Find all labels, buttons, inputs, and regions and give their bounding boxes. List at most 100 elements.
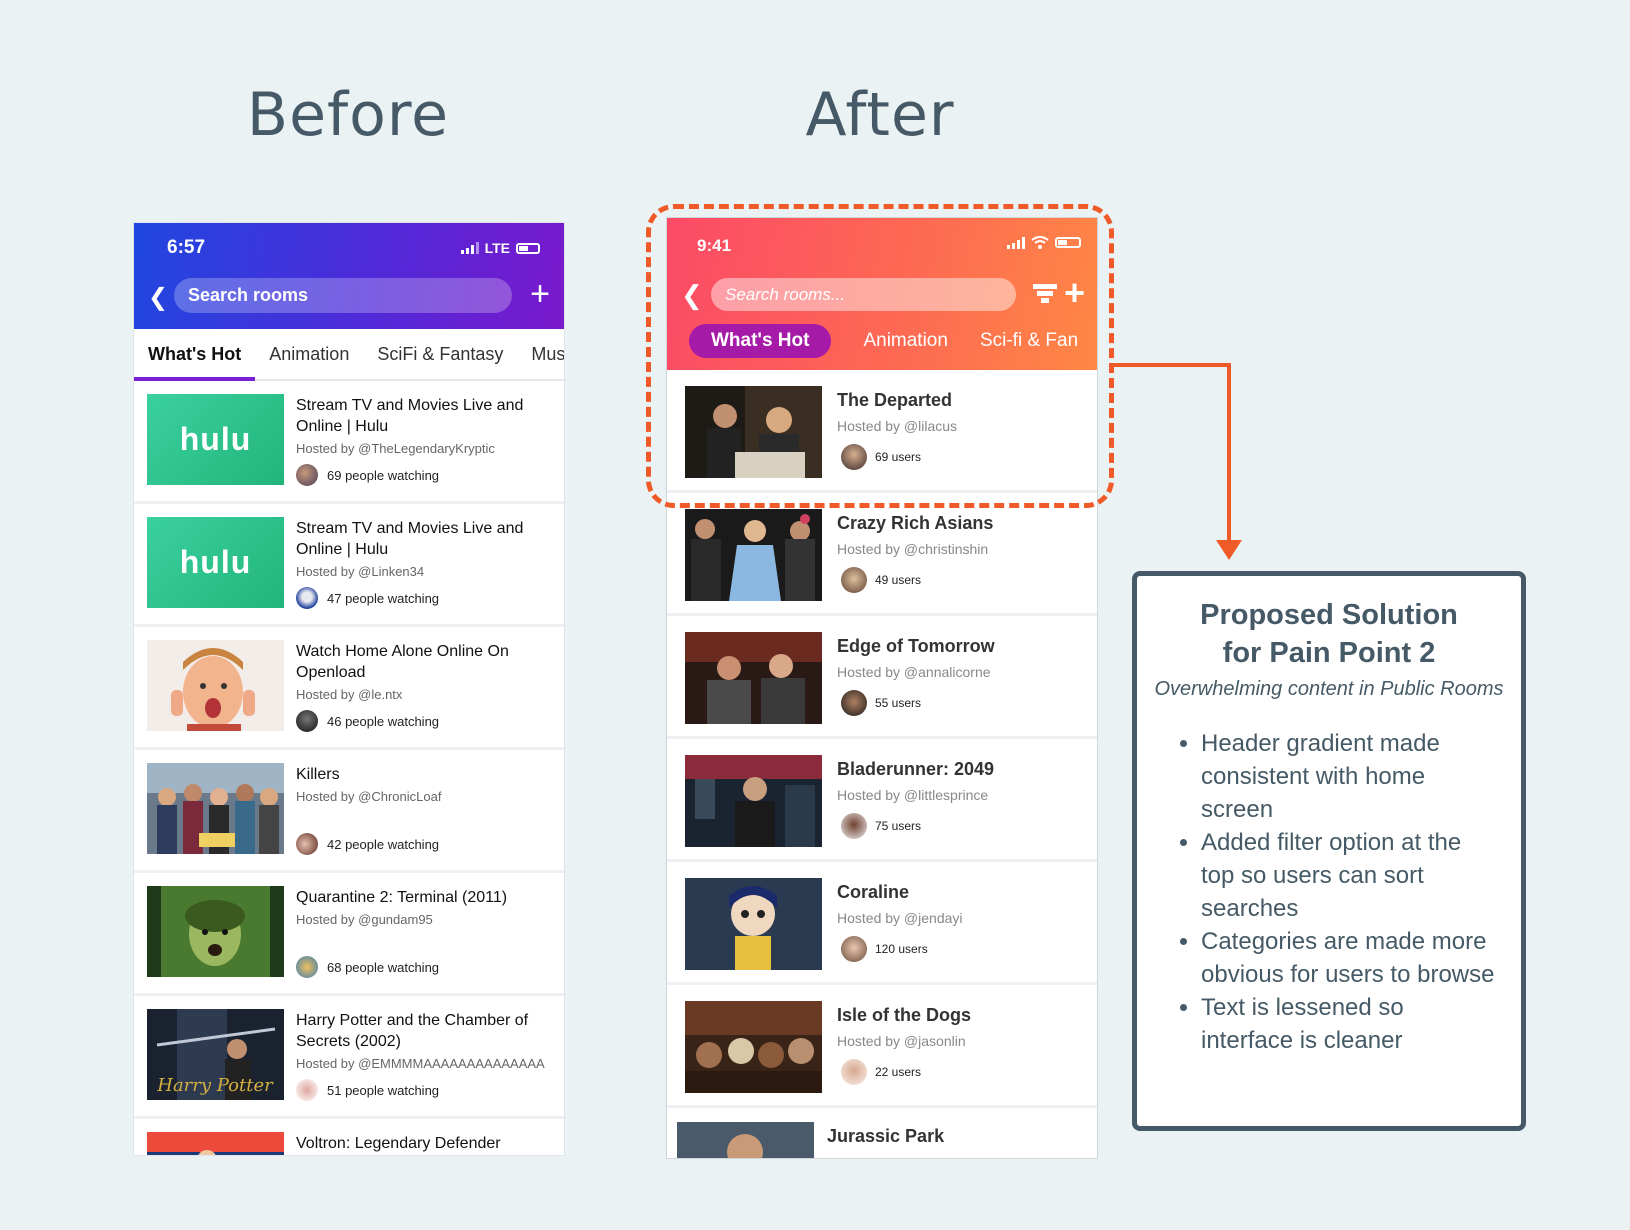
room-title: Killers (296, 766, 340, 783)
room-host: Hosted by @Linken34 (296, 564, 425, 579)
category-tabs: What's Hot Animation SciFi & Fantasy Mus (134, 329, 564, 381)
avatar (296, 956, 318, 978)
signal-icon (1007, 236, 1025, 249)
avatar (841, 444, 867, 470)
watching-count: 69 people watching (327, 467, 440, 483)
watching-count: 46 people watching (327, 713, 440, 729)
tab-animation[interactable]: Animation (863, 330, 948, 351)
list-item[interactable]: Jurassic Park (667, 1108, 1097, 1158)
room-title: Crazy Rich Asians (837, 513, 994, 533)
back-icon[interactable]: ❮ (148, 284, 169, 311)
avatar (296, 587, 318, 609)
room-title: Quarantine 2: Terminal (2011) (296, 889, 508, 906)
room-host: Hosted by @ChronicLoaf (296, 789, 442, 804)
user-count: 120 users (875, 942, 928, 956)
before-heading: Before (246, 80, 450, 150)
user-count: 75 users (875, 819, 922, 833)
add-room-icon[interactable]: + (530, 275, 550, 313)
watching-count: 51 people watching (327, 1082, 440, 1098)
room-thumbnail: hulu (147, 394, 284, 485)
bladerunner-thumbnail (685, 755, 822, 847)
room-thumbnail (685, 632, 822, 724)
bullet-item: Text is lessened so interface is cleaner (1201, 991, 1501, 1057)
search-input[interactable]: Search rooms... (711, 278, 1016, 311)
status-time: 9:41 (697, 236, 732, 255)
battery-icon (1055, 237, 1081, 248)
the-departed-thumbnail (685, 386, 822, 478)
room-thumbnail (685, 386, 822, 478)
user-count: 69 users (875, 450, 922, 464)
room-host: Hosted by @jasonlin (837, 1033, 966, 1049)
room-title: Coraline (837, 882, 910, 902)
room-thumbnail (685, 878, 822, 970)
avatar (841, 690, 867, 716)
tab-whats-hot[interactable]: What's Hot (134, 329, 256, 381)
list-item[interactable]: Voltron: Legendary Defender (134, 1119, 564, 1155)
room-thumbnail (685, 1001, 822, 1093)
signal-icon (460, 242, 479, 254)
list-item[interactable]: The Departed Hosted by @lilacus 69 users (667, 370, 1097, 493)
room-title: The Departed (837, 390, 953, 410)
quarantine-thumbnail (147, 886, 284, 977)
edge-of-tomorrow-thumbnail (685, 632, 822, 724)
tab-scifi-fantasy[interactable]: SciFi & Fantasy (377, 344, 504, 364)
watching-count: 68 people watching (327, 959, 440, 975)
list-item[interactable]: Bladerunner: 2049 Hosted by @littlesprin… (667, 739, 1097, 862)
avatar (841, 567, 867, 593)
avatar (296, 710, 318, 732)
bullet-item: Categories are made more obvious for use… (1201, 925, 1501, 991)
list-item[interactable]: Coraline Hosted by @jendayi 120 users (667, 862, 1097, 985)
before-phone-screen: 6:57 LTE ❮ Search rooms + What's Hot Ani… (134, 223, 564, 1155)
tab-whats-hot[interactable]: What's Hot (689, 324, 832, 358)
wifi-icon (1031, 236, 1049, 249)
room-title: Voltron: Legendary Defender (296, 1135, 501, 1152)
tab-animation[interactable]: Animation (269, 344, 350, 364)
avatar (296, 833, 318, 855)
after-phone-screen: 9:41 ❮ Search rooms... + What's Hot Anim… (667, 218, 1097, 1158)
room-title: Harry Potter and the Chamber of Secrets … (296, 1012, 529, 1050)
home-alone-thumbnail (147, 640, 284, 731)
back-icon[interactable]: ❮ (681, 280, 703, 310)
callout-bullets: Header gradient made consistent with hom… (1137, 727, 1521, 1057)
add-room-icon[interactable]: + (1063, 272, 1085, 313)
battery-icon (516, 242, 540, 254)
list-item[interactable]: hulu Stream TV and Movies Live and Onlin… (134, 381, 564, 504)
list-item[interactable]: hulu Stream TV and Movies Live and Onlin… (134, 504, 564, 627)
list-item[interactable]: Edge of Tomorrow Hosted by @annalicorne … (667, 616, 1097, 739)
room-host: Hosted by @lilacus (837, 418, 958, 434)
list-item[interactable]: Quarantine 2: Terminal (2011)Hosted by @… (134, 873, 564, 996)
room-host: Hosted by @christinshin (837, 541, 989, 557)
room-host: Hosted by @jendayi (837, 910, 963, 926)
room-thumbnail (677, 1122, 814, 1158)
callout-title-line2: for Pain Point 2 (1222, 637, 1436, 669)
voltron-thumbnail (147, 1132, 284, 1155)
crazy-rich-asians-thumbnail (685, 509, 822, 601)
list-item[interactable]: Isle of the Dogs Hosted by @jasonlin 22 … (667, 985, 1097, 1108)
bullet-item: Header gradient made consistent with hom… (1201, 727, 1501, 826)
list-item[interactable]: Crazy Rich Asians Hosted by @christinshi… (667, 493, 1097, 616)
room-title: Stream TV and Movies Live and Online | H… (296, 520, 524, 558)
status-bar-right (1007, 236, 1081, 249)
filter-icon[interactable] (1033, 284, 1057, 304)
room-host: Hosted by @EMMMMAAAAAAAAAAAAAA (296, 1056, 545, 1071)
room-title: Watch Home Alone Online On Openload (296, 643, 509, 681)
search-input[interactable]: Search rooms (174, 278, 512, 313)
hulu-logo: hulu (147, 394, 284, 485)
tab-music[interactable]: Mus (531, 344, 564, 364)
highlight-dashed-outline (646, 204, 1114, 508)
status-bar-right: LTE (460, 240, 540, 256)
room-host: Hosted by @TheLegendaryKryptic (296, 441, 495, 456)
bullet-item: Added filter option at the top so users … (1201, 826, 1501, 925)
network-label: LTE (484, 240, 510, 256)
watching-count: 47 people watching (327, 590, 440, 606)
proposed-solution-callout: Proposed Solution for Pain Point 2 Overw… (1132, 571, 1526, 1131)
list-item[interactable]: Harry Potter Harry Potter and the Chambe… (134, 996, 564, 1119)
tab-scifi-fantasy[interactable]: Sci-fi & Fan (979, 330, 1079, 351)
svg-text:Harry Potter: Harry Potter (156, 1075, 274, 1096)
room-title: Jurassic Park (827, 1126, 945, 1146)
harry-potter-thumbnail: Harry Potter (147, 1009, 284, 1100)
user-count: 22 users (875, 1065, 922, 1079)
jurassic-park-thumbnail (677, 1122, 814, 1158)
